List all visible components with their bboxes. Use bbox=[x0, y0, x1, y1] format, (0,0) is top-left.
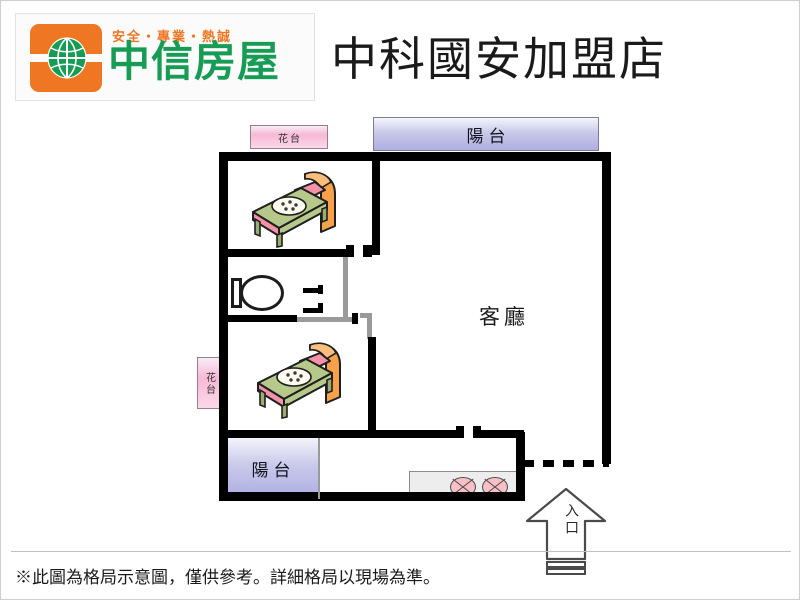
interior-wall-kitchen-top bbox=[375, 430, 459, 438]
hall-wall-segment bbox=[360, 313, 372, 318]
planter-left-label: 花台 bbox=[203, 372, 215, 396]
door-jamb-bedroom1 bbox=[346, 245, 354, 257]
interior-wall-bedroom1-right bbox=[372, 152, 380, 255]
globe-icon bbox=[47, 37, 87, 79]
toilet-bowl-icon bbox=[240, 275, 284, 311]
entry-door-opening bbox=[523, 460, 609, 467]
room-label-living: 客廳 bbox=[479, 305, 529, 329]
interior-wall-bedroom1-bottom bbox=[219, 249, 346, 257]
interior-wall-bedroom2-right bbox=[368, 337, 376, 437]
interior-wall-kitchen-top-2 bbox=[479, 430, 524, 438]
door-jamb-bath-hall bbox=[352, 313, 358, 324]
logo-slogan: 安全・專業・熱誠 bbox=[112, 29, 233, 44]
exterior-wall-top bbox=[219, 152, 611, 161]
logo-brand-name: 中信房屋 bbox=[108, 40, 281, 86]
bath-door-jamb-1 bbox=[318, 285, 323, 294]
balcony-top: 陽台 bbox=[373, 117, 599, 151]
entrance-label: 入口 bbox=[563, 503, 578, 537]
balcony-bottom-divider bbox=[318, 438, 320, 499]
company-logo: 安全・專業・熱誠 中信房屋 bbox=[15, 13, 315, 101]
interior-wall-bath-right bbox=[343, 257, 348, 319]
exterior-wall-right-step bbox=[516, 432, 525, 501]
page-header: 安全・專業・熱誠 中信房屋 中科國安加盟店 bbox=[1, 1, 799, 113]
exterior-wall-left bbox=[219, 152, 228, 501]
entrance-arrow-icon bbox=[525, 487, 607, 575]
bath-door-jamb-2 bbox=[318, 303, 323, 313]
disclaimer-note: ※此圖為格局示意圖，僅供參考。詳細格局以現場為準。 bbox=[15, 568, 440, 587]
bed-lower-icon bbox=[257, 342, 341, 419]
bed-upper-icon bbox=[252, 171, 336, 248]
bath-door-swing-2 bbox=[303, 308, 318, 313]
exterior-wall-bottom bbox=[219, 492, 524, 501]
exterior-wall-right bbox=[602, 152, 611, 464]
planter-left: 花台 bbox=[197, 357, 221, 409]
door-jamb-kitchen-b bbox=[473, 426, 481, 438]
balcony-top-label: 陽台 bbox=[466, 126, 511, 146]
interior-wall-bedroom2-bottom bbox=[219, 430, 375, 438]
entrance-arrow: 入口 bbox=[523, 485, 609, 577]
balcony-bottom: 陽台 bbox=[223, 437, 319, 499]
interior-wall-bath-bottom bbox=[219, 315, 297, 322]
interior-wall-hall-vertical bbox=[367, 313, 372, 339]
interior-wall-bath-bottom-gray bbox=[297, 317, 352, 322]
planter-top-label: 花台 bbox=[278, 133, 302, 145]
brand-mark-icon bbox=[30, 24, 102, 92]
footer-divider bbox=[11, 551, 791, 552]
door-jamb-bedroom1-b bbox=[363, 245, 372, 257]
balcony-bottom-label: 陽台 bbox=[251, 460, 296, 480]
bath-door-swing-1 bbox=[303, 288, 318, 293]
page-title: 中科國安加盟店 bbox=[331, 34, 667, 85]
door-jamb-kitchen-a bbox=[456, 426, 464, 438]
planter-top: 花台 bbox=[250, 125, 328, 149]
